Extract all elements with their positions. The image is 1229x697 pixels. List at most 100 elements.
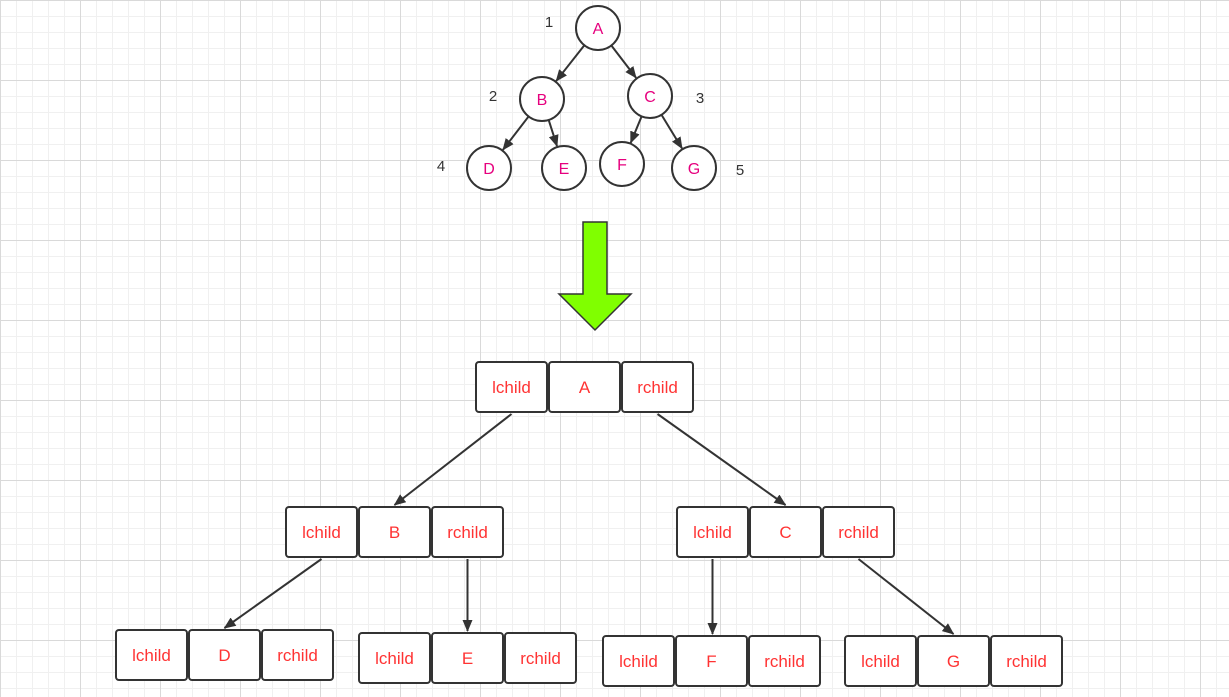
struct-cell-label: lchild bbox=[375, 649, 414, 668]
struct-link-c-right-to-g bbox=[857, 558, 955, 635]
struct-cell-box bbox=[548, 361, 621, 413]
struct-link-a-right-to-c bbox=[656, 413, 787, 506]
struct-cell-box bbox=[748, 635, 821, 687]
struct-cell-box bbox=[358, 506, 431, 558]
tree-node-f: F bbox=[599, 141, 645, 187]
tree-number-label: 3 bbox=[696, 90, 704, 107]
lchild-cell: lchild bbox=[358, 632, 431, 684]
struct-cell-box bbox=[504, 632, 577, 684]
struct-link-b-left-to-d bbox=[223, 558, 323, 629]
data-cell: G bbox=[917, 635, 990, 687]
struct-cell-box bbox=[822, 506, 895, 558]
struct-cell-box bbox=[358, 632, 431, 684]
struct-cell-label: lchild bbox=[693, 523, 732, 542]
tree-edges bbox=[502, 44, 683, 151]
tree-edge-c-g bbox=[660, 114, 683, 150]
lchild-cell: lchild bbox=[602, 635, 675, 687]
rchild-cell: rchild bbox=[621, 361, 694, 413]
rchild-cell: rchild bbox=[504, 632, 577, 684]
tree-node-label: B bbox=[537, 92, 548, 109]
struct-cell-label: E bbox=[462, 649, 473, 668]
tree-node-label: F bbox=[617, 157, 627, 174]
struct-cell-label: rchild bbox=[520, 649, 561, 668]
struct-cell-label: lchild bbox=[861, 652, 900, 671]
lchild-cell: lchild bbox=[285, 506, 358, 558]
struct-cell-label: G bbox=[947, 652, 960, 671]
struct-cell-box bbox=[261, 629, 334, 681]
struct-cell-label: rchild bbox=[1006, 652, 1047, 671]
struct-cell-box bbox=[844, 635, 917, 687]
struct-cell-box bbox=[285, 506, 358, 558]
rchild-cell: rchild bbox=[431, 506, 504, 558]
lchild-cell: lchild bbox=[475, 361, 548, 413]
struct-cell-label: lchild bbox=[302, 523, 341, 542]
tree-node-d: D bbox=[466, 145, 512, 191]
tree-nodes: A B C D E F G bbox=[466, 5, 717, 191]
lchild-cell: lchild bbox=[676, 506, 749, 558]
tree-node-circle bbox=[466, 145, 512, 191]
struct-cell-label: C bbox=[779, 523, 791, 542]
struct-cell-label: lchild bbox=[619, 652, 658, 671]
tree-number-label: 2 bbox=[489, 88, 497, 105]
struct-cell-box bbox=[676, 506, 749, 558]
tree-node-circle bbox=[519, 76, 565, 122]
tree-number-label: 4 bbox=[437, 158, 445, 175]
tree-edge-b-d bbox=[502, 115, 530, 151]
struct-cell-box bbox=[990, 635, 1063, 687]
struct-cell-label: rchild bbox=[277, 646, 318, 665]
tree-number-label: 1 bbox=[545, 14, 553, 31]
tree-node-label: A bbox=[593, 21, 604, 38]
tree-edge-a-c bbox=[610, 44, 637, 79]
data-cell: C bbox=[749, 506, 822, 558]
struct-cell-box bbox=[749, 506, 822, 558]
struct-cell-label: rchild bbox=[838, 523, 879, 542]
struct-cell-label: D bbox=[218, 646, 230, 665]
tree-node-circle bbox=[599, 141, 645, 187]
tree-node-e: E bbox=[541, 145, 587, 191]
struct-cell-label: A bbox=[579, 378, 591, 397]
lchild-cell: lchild bbox=[115, 629, 188, 681]
struct-cell-label: lchild bbox=[132, 646, 171, 665]
data-cell: B bbox=[358, 506, 431, 558]
struct-cell-box bbox=[675, 635, 748, 687]
struct-cell-label: rchild bbox=[764, 652, 805, 671]
tree-node-c: C bbox=[627, 73, 673, 119]
struct-cell-label: F bbox=[706, 652, 716, 671]
struct-link-a-left-to-b bbox=[393, 413, 513, 506]
tree-node-circle bbox=[575, 5, 621, 51]
tree-node-g: G bbox=[671, 145, 717, 191]
tree-edge-a-b bbox=[555, 44, 586, 82]
struct-cell-box bbox=[431, 632, 504, 684]
tree-node-a: A bbox=[575, 5, 621, 51]
struct-cell-box bbox=[917, 635, 990, 687]
struct-cell-label: lchild bbox=[492, 378, 531, 397]
tree-node-circle bbox=[541, 145, 587, 191]
tree-node-circle bbox=[671, 145, 717, 191]
tree-node-b: B bbox=[519, 76, 565, 122]
struct-cell-label: rchild bbox=[637, 378, 678, 397]
tree-edge-b-e bbox=[547, 119, 559, 148]
struct-cell-box bbox=[475, 361, 548, 413]
tree-node-label: E bbox=[559, 161, 570, 178]
structure-links bbox=[223, 413, 955, 635]
rchild-cell: rchild bbox=[822, 506, 895, 558]
tree-node-label: C bbox=[644, 89, 656, 106]
struct-cell-box bbox=[431, 506, 504, 558]
transform-down-arrow-icon bbox=[557, 221, 633, 332]
lchild-cell: lchild bbox=[844, 635, 917, 687]
tree-level-numbers: 1 2 3 4 5 bbox=[437, 14, 744, 179]
struct-cell-box bbox=[602, 635, 675, 687]
rchild-cell: rchild bbox=[261, 629, 334, 681]
tree-number-label: 5 bbox=[736, 162, 744, 179]
struct-cell-box bbox=[188, 629, 261, 681]
data-cell: E bbox=[431, 632, 504, 684]
